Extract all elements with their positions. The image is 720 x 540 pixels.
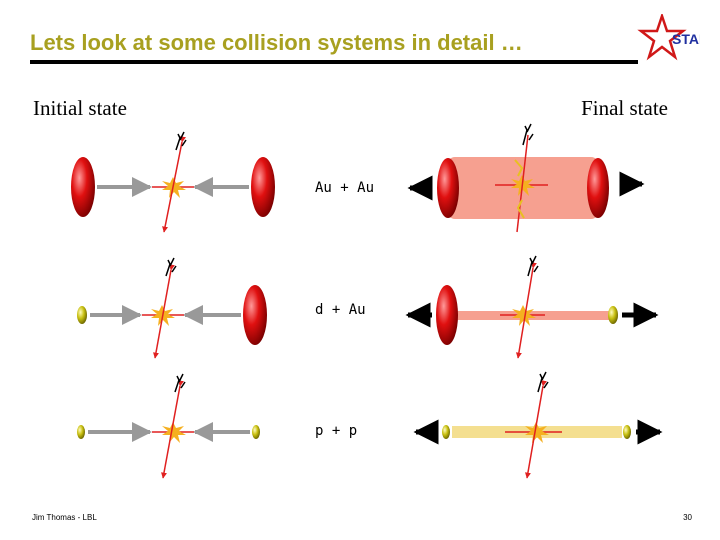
- gold-nucleus-left-final: [436, 285, 458, 345]
- gold-nucleus-left-final: [437, 158, 459, 218]
- system-label-pp: p + p: [315, 423, 358, 439]
- footer-author: Jim Thomas - LBL: [32, 513, 97, 522]
- logo-text: STAR: [672, 31, 700, 47]
- title-underline: [30, 60, 638, 64]
- proton-right: [252, 425, 260, 439]
- slide-title: Lets look at some collision systems in d…: [30, 30, 523, 55]
- gold-nucleus-left: [71, 157, 95, 217]
- gold-nucleus-right: [243, 285, 267, 345]
- jet-spray-icon: [537, 371, 549, 393]
- jet-spray-icon: [527, 255, 539, 277]
- jet-track: [162, 136, 187, 233]
- row-auau-initial: [71, 131, 275, 233]
- system-label-auau: Au + Au: [315, 180, 375, 196]
- jet-spray-icon: [174, 373, 186, 393]
- jet-spray-icon: [165, 257, 177, 277]
- jet-track: [153, 264, 175, 359]
- jet-spray-icon: [175, 131, 187, 151]
- jet-track: [516, 134, 529, 233]
- proton-left: [77, 425, 85, 439]
- row-dau-initial: [77, 257, 267, 359]
- jet-spray-icon: [522, 123, 534, 146]
- system-label-dau: d + Au: [315, 302, 366, 318]
- heading-final-state: Final state: [581, 96, 668, 120]
- row-auau-final: [407, 123, 645, 233]
- deuteron-right-final: [608, 306, 618, 324]
- row-dau-final: [405, 255, 659, 359]
- row-pp-final: [413, 371, 663, 479]
- page-number: 30: [683, 513, 692, 522]
- jet-track: [524, 380, 547, 479]
- jet-quenched-icon: [514, 159, 525, 219]
- star-logo-icon: STAR: [637, 14, 700, 61]
- row-pp-initial: [77, 373, 260, 479]
- proton-left-final: [442, 425, 450, 439]
- heading-initial-state: Initial state: [33, 96, 127, 120]
- proton-right-final: [623, 425, 631, 439]
- gold-nucleus-right-final: [587, 158, 609, 218]
- deuteron-left: [77, 306, 87, 324]
- jet-track: [161, 380, 184, 479]
- gold-nucleus-right: [251, 157, 275, 217]
- jet-track: [515, 262, 537, 359]
